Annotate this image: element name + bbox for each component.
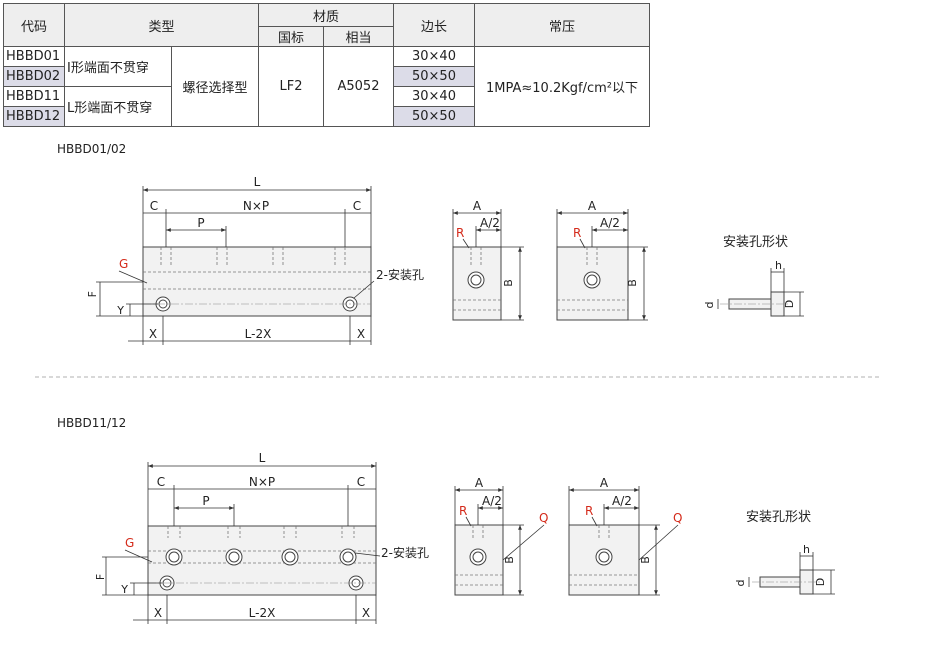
holes-label: 2-安装孔 (381, 545, 429, 560)
side-view-1a: A A/2 R B (452, 199, 524, 321)
dim-A: A (473, 199, 482, 213)
header-code: 代码 (3, 3, 65, 47)
code-cell: HBBD01 (3, 46, 65, 67)
dim-X-right: X (357, 327, 365, 341)
type-a-cell: I形端面不贯穿 (64, 46, 172, 87)
dim-Q: Q (539, 511, 548, 525)
side-cell: 50×50 (393, 106, 475, 127)
dim-B: B (626, 279, 639, 287)
side-view-1b: A A/2 R B (556, 199, 648, 321)
dim-A2: A/2 (482, 494, 502, 508)
dim-B: B (503, 556, 516, 564)
front-view-1: L C N×P C P G F Y X L-2X X 2-安装孔 (86, 175, 424, 345)
hole-shape-1: 安装孔形状 h d D (703, 235, 804, 317)
dim-d: d (703, 302, 716, 309)
section1-title: HBBD01/02 (57, 142, 127, 156)
dim-L: L (259, 451, 266, 465)
dim-A: A (588, 199, 597, 213)
side-cell: 30×40 (393, 86, 475, 107)
pressure-cell: 1MPA≈10.2Kgf/cm²以下 (474, 46, 650, 127)
dim-A: A (600, 476, 609, 490)
thread-cell: 螺径选择型 (171, 46, 259, 127)
dim-A2: A/2 (600, 216, 620, 230)
side-view-2b: A A/2 R B Q (568, 476, 682, 596)
dim-h: h (775, 259, 782, 272)
dim-NxP: N×P (243, 199, 269, 213)
dim-X-left: X (154, 606, 162, 620)
header-material-std: 国标 (258, 26, 324, 47)
front-view-2: L C N×P C P G F Y X L-2X X 2-安装孔 (94, 451, 429, 624)
dim-F: F (86, 291, 99, 297)
material-eq-cell: A5052 (323, 46, 394, 127)
header-side: 边长 (393, 3, 475, 47)
dim-L2X: L-2X (245, 327, 272, 341)
dim-L2X: L-2X (249, 606, 276, 620)
dim-h: h (803, 543, 810, 556)
dim-P: P (202, 494, 209, 508)
dim-B: B (502, 279, 515, 287)
dim-X-left: X (149, 327, 157, 341)
dim-D: D (814, 578, 827, 586)
header-material-eq: 相当 (323, 26, 394, 47)
dim-B: B (639, 556, 652, 564)
dim-X-right: X (362, 606, 370, 620)
dim-C-right: C (353, 199, 361, 213)
dim-d: d (734, 580, 747, 587)
dim-F: F (94, 574, 107, 580)
dim-A: A (475, 476, 484, 490)
dim-C-left: C (150, 199, 158, 213)
hole-shape-title: 安装孔形状 (746, 510, 811, 525)
dim-NxP: N×P (249, 475, 275, 489)
side-view-2a: A A/2 R B Q (454, 476, 548, 596)
dim-Y: Y (120, 583, 128, 596)
dim-A2: A/2 (480, 216, 500, 230)
header-pressure: 常压 (474, 3, 650, 47)
type-b-cell: L形端面不贯穿 (64, 86, 172, 127)
code-cell: HBBD11 (3, 86, 65, 107)
header-material: 材质 (258, 3, 394, 27)
dim-Y: Y (116, 304, 124, 317)
dim-R: R (573, 226, 581, 240)
dim-P: P (197, 216, 204, 230)
dim-A2: A/2 (612, 494, 632, 508)
spec-table: 代码 类型 材质 边长 常压 国标 相当 HBBD01 I形端面不贯穿 螺径选择… (3, 3, 650, 127)
dim-L: L (254, 175, 261, 189)
hole-shape-2: 安装孔形状 h d D (734, 510, 835, 595)
dim-R: R (585, 504, 593, 518)
dim-G: G (119, 257, 128, 271)
dim-C-left: C (157, 475, 165, 489)
dim-C-right: C (357, 475, 365, 489)
material-std-cell: LF2 (258, 46, 324, 127)
section2-title: HBBD11/12 (57, 416, 127, 430)
dim-R: R (456, 226, 464, 240)
dim-D: D (783, 300, 796, 308)
holes-label: 2-安装孔 (376, 267, 424, 282)
dim-G: G (125, 536, 134, 550)
dim-R: R (459, 504, 467, 518)
code-cell: HBBD12 (3, 106, 65, 127)
dim-Q: Q (673, 511, 682, 525)
hole-shape-title: 安装孔形状 (723, 235, 788, 250)
